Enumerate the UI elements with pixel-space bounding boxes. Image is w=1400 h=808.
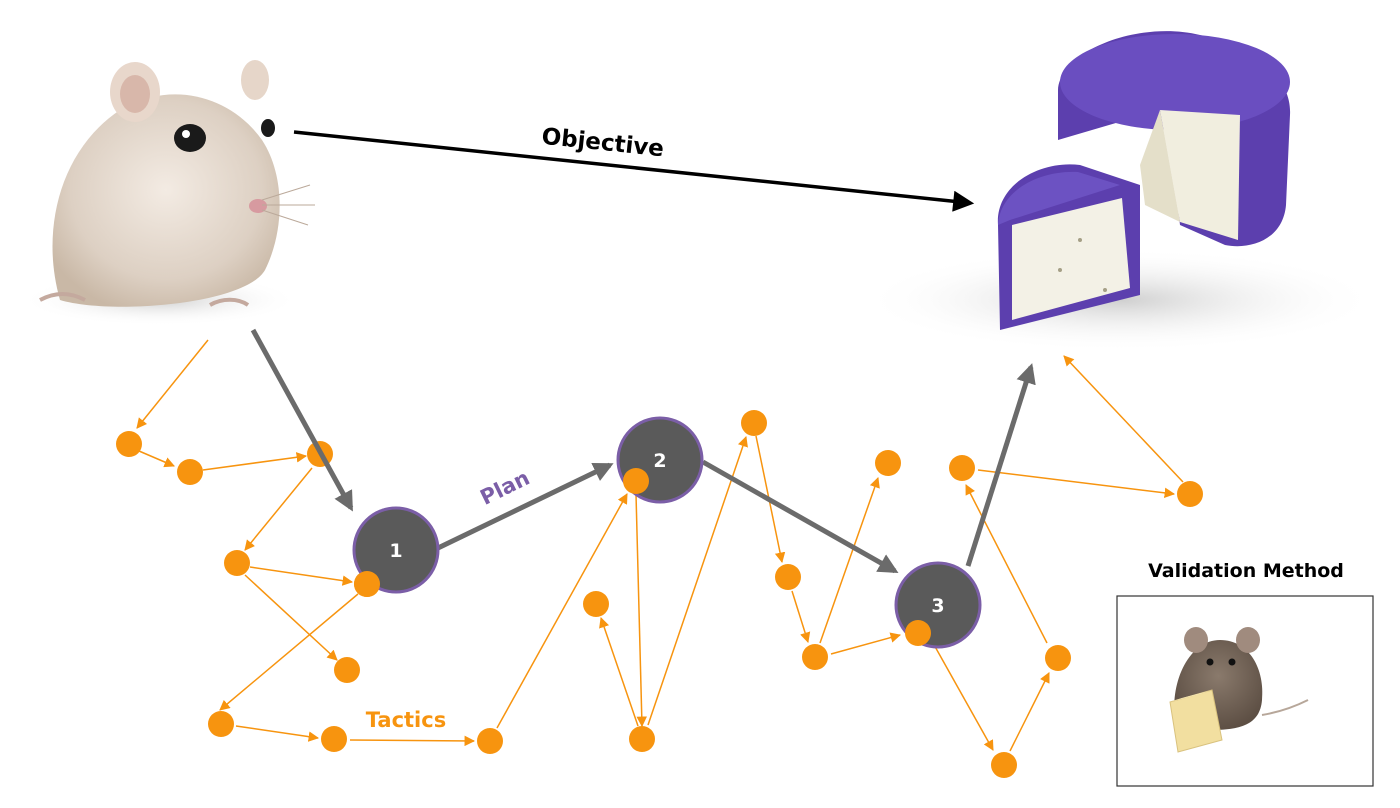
validation-label: Validation Method [1148,560,1344,582]
tactic-dot [116,431,142,457]
tactic-dot [208,711,234,737]
tactic-dot [775,564,801,590]
tactic-dot [477,728,503,754]
gerbil-image [20,60,315,326]
cheese-image [860,31,1380,352]
tactic-dot [991,752,1017,778]
plan-node-label: 1 [389,540,402,562]
tactic-dot [1177,481,1203,507]
tactic-dot [802,644,828,670]
tactic-dots [116,410,1203,778]
tactic-dot [741,410,767,436]
tactic-dot [875,450,901,476]
tactic-dot [583,591,609,617]
validation-image [1116,595,1374,787]
tactic-dot [623,468,649,494]
tactic-dot [1045,645,1071,671]
tactic-dot [905,620,931,646]
tactic-dot [334,657,360,683]
plan-node-1: 1 [352,506,440,594]
objective-label: Objective [540,124,665,163]
plan-node-label: 3 [931,595,944,617]
plan-label: Plan [476,466,533,510]
tactic-connections [136,339,1184,752]
tactic-dot [949,455,975,481]
tactic-dot [354,571,380,597]
plan-arrows [250,328,1036,574]
tactic-dot [224,550,250,576]
objective-arrow [293,130,975,212]
tactic-dot [177,459,203,485]
tactic-dot [629,726,655,752]
plan-node-label: 2 [653,450,666,472]
tactic-dot [321,726,347,752]
tactics-label: Tactics [366,708,446,732]
